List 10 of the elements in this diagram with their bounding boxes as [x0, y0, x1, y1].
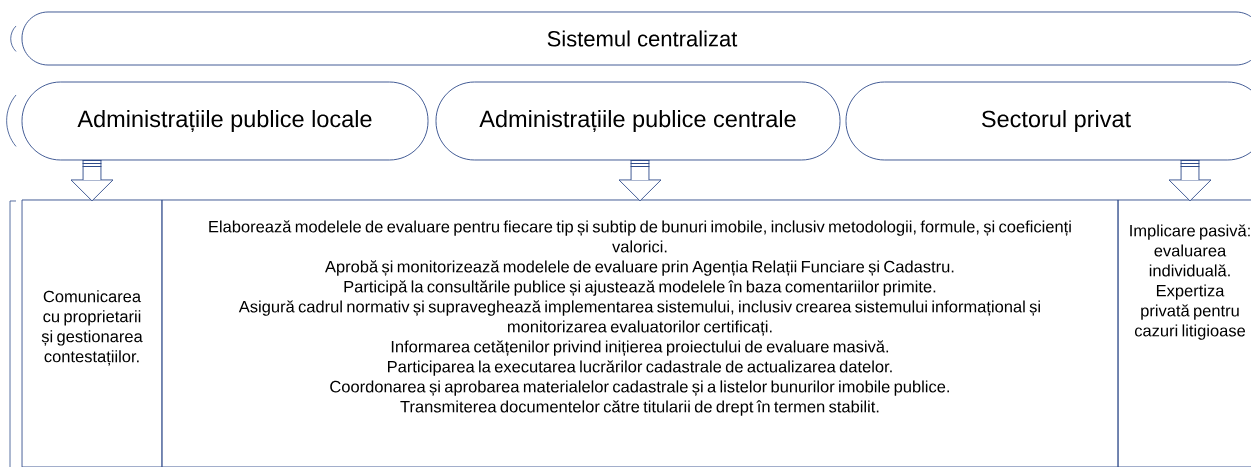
block-arrow [70, 159, 114, 202]
rounded-label-box: Sistemul centralizat [21, 11, 1251, 66]
text-panel: Comunicarea cu proprietarii și gestionarea contestațiilor. [21, 199, 163, 467]
block-arrow [618, 159, 662, 202]
block-arrow [1168, 159, 1212, 202]
rounded-label-box: Sectorul privat [845, 81, 1251, 161]
text-panel: Implicare pasivă: evaluarea individuală. Expertiza privată pentru cazuri litigioase [1117, 199, 1251, 467]
text-panel: Elaborează modelele de evaluare pentru fiecare tip și subtip de bunuri imobile, inclusiv metodologii, formule, și coeficienți valorici. Aprobă și monitorizează modelele de evaluare prin Agenția Relații Funciare și Cadastru. Participă la consultările publice și ajustează modelele în baza comentariilor primite. Asigură cadrul normativ și supraveghează implementarea sistemului, inclusiv crearea sistemului informațional și monitorizarea evaluatorilor certificați. Informarea cetățenilor privind inițierea proiectului de evaluare masivă. Participarea la executarea lucrărilor cadastrale de actualizarea datelor. Coordonarea și aprobarea materialelor cadastrale și a listelor bunurilor imobile publice. Transmiterea documentelor către titularii de drept în termen stabilit. [161, 199, 1119, 467]
rounded-label-box: Administrațiile publice centrale [435, 81, 841, 161]
rounded-label-box: Administrațiile publice locale [21, 81, 429, 161]
